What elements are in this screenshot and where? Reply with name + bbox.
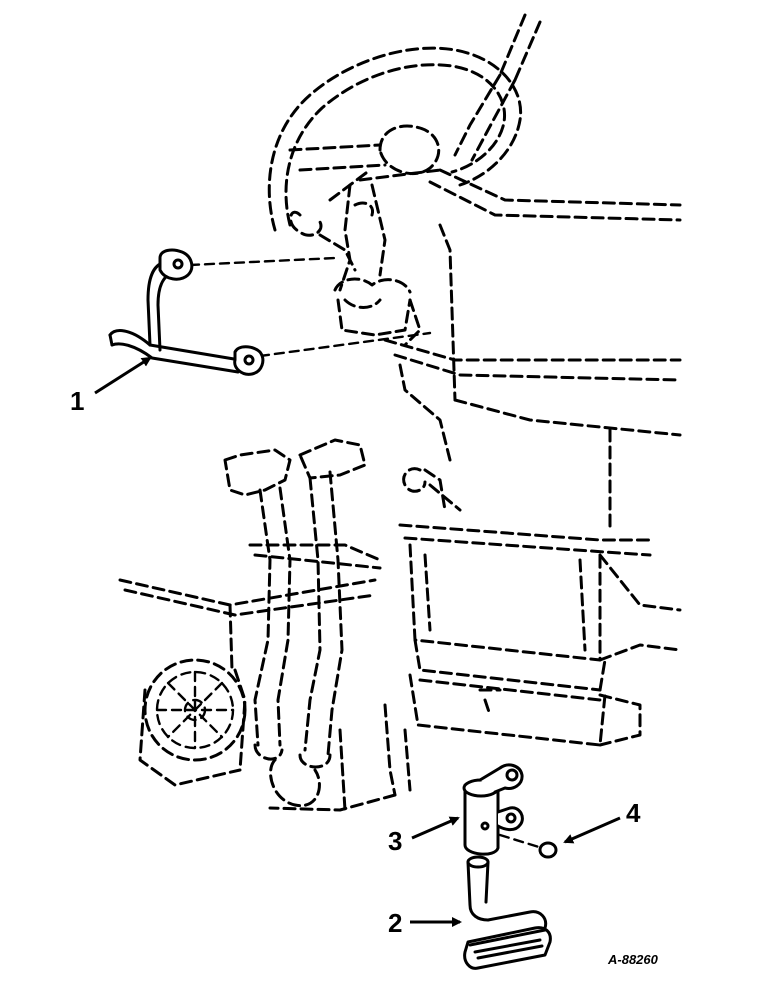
callout-label-1: 1	[70, 386, 84, 416]
callout-label-4: 4	[626, 798, 641, 828]
callout-3: 3	[388, 816, 460, 856]
leader-arrow-4	[563, 816, 621, 844]
leader-arrow-3	[411, 816, 460, 840]
callout-1: 1	[70, 356, 152, 416]
figure-reference-number: A-88260	[607, 952, 659, 967]
callout-2: 2	[388, 908, 462, 938]
callout-4: 4	[563, 798, 641, 844]
part-4-pin	[498, 833, 558, 859]
tractor-body-phantom	[118, 13, 682, 812]
part-3-bracket	[462, 763, 524, 856]
callout-label-2: 2	[388, 908, 402, 938]
part-2-pedal	[463, 855, 552, 970]
callout-label-3: 3	[388, 826, 402, 856]
leader-arrow-1	[94, 356, 152, 395]
part-1-grab-bar	[108, 248, 265, 376]
